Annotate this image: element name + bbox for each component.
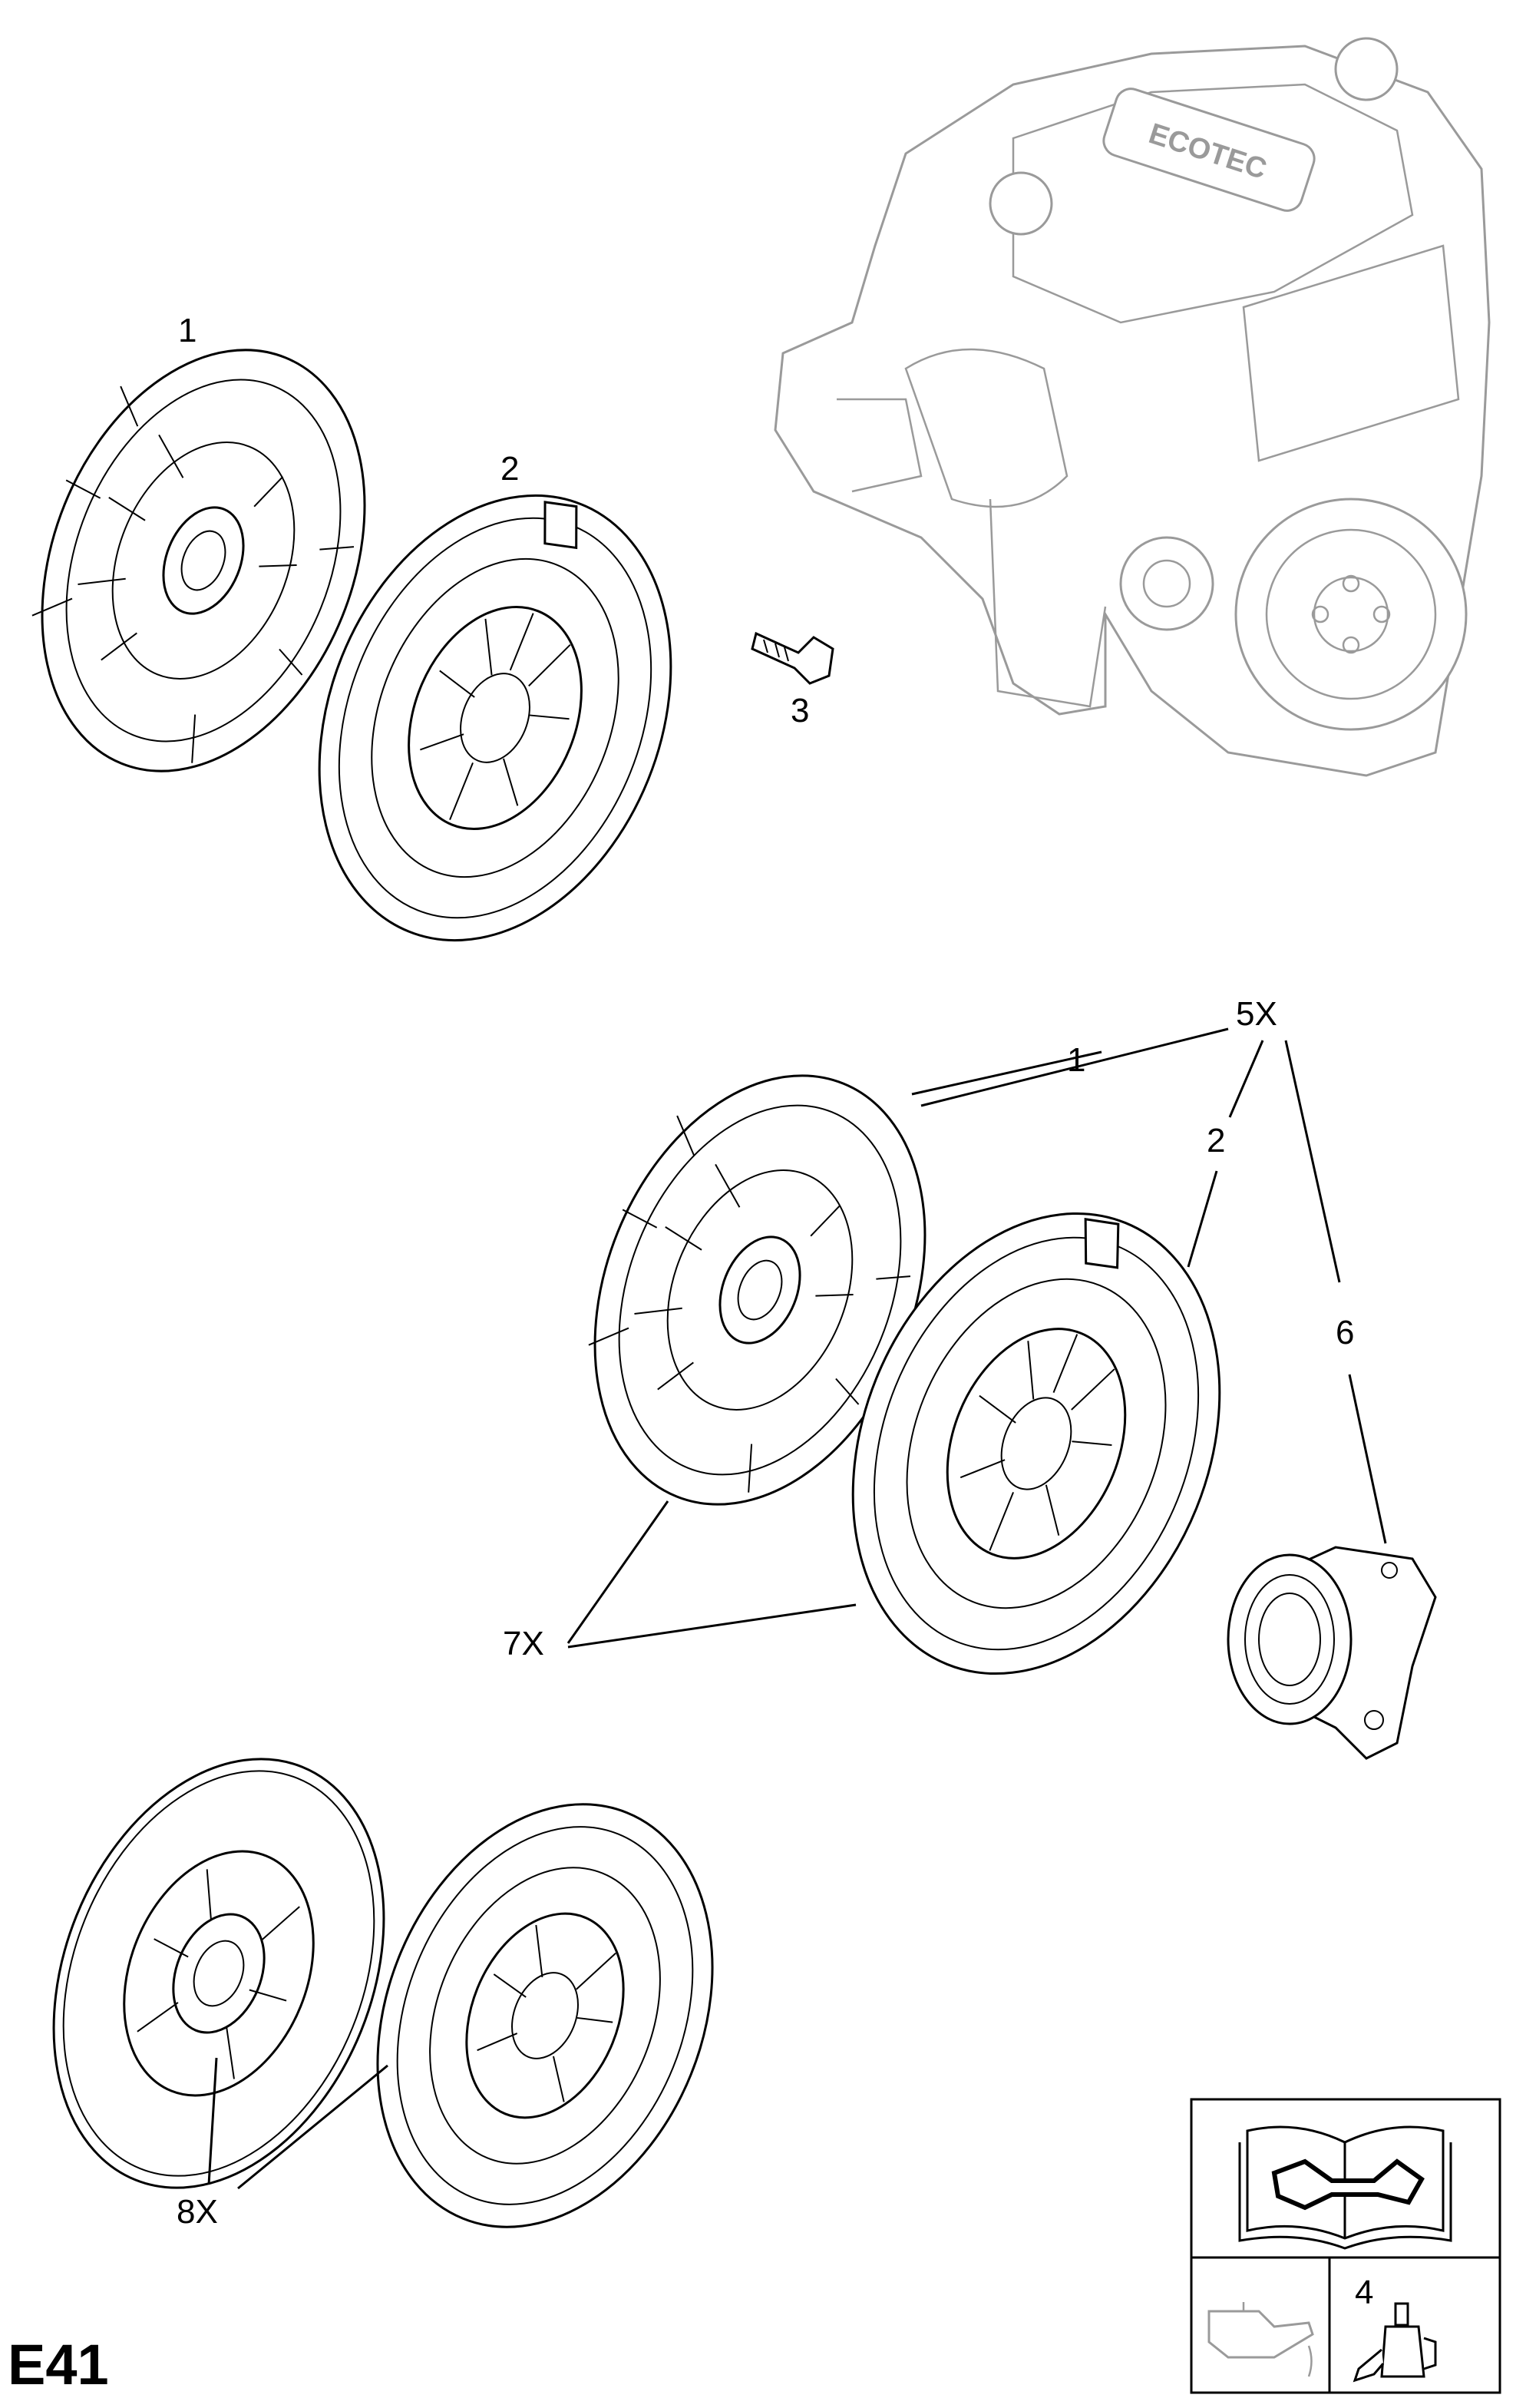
pressure-plate-bottom [376, 1803, 714, 2228]
oil-can-icon [1207, 2302, 1314, 2377]
bolt-3 [751, 631, 834, 685]
callout-3: 3 [791, 692, 809, 729]
engine-pulley [1119, 536, 1214, 631]
callout-7x: 7X [503, 1625, 544, 1662]
callout-1-top: 1 [178, 312, 197, 349]
callout-5x: 5X [1236, 995, 1277, 1033]
engine-badge-plate [1102, 88, 1316, 212]
engine-flywheel [1234, 498, 1468, 731]
oil-filler-cap [989, 171, 1053, 236]
pressure-plate-top [318, 494, 672, 942]
callout-6: 6 [1336, 1314, 1354, 1351]
callout-4: 4 [1355, 2274, 1373, 2311]
callout-1-middle: 1 [1067, 1041, 1085, 1079]
callout-8x: 8X [177, 2193, 218, 2231]
legend-box: 4 [1190, 2098, 1501, 2394]
release-bearing-6 [1227, 1546, 1437, 1760]
repair-manual-icon [1238, 2125, 1452, 2250]
leader-lines [207, 1027, 1387, 2190]
engine-illustration: ECOTEC [774, 37, 1491, 777]
page-code: E41 [8, 2333, 109, 2396]
pressure-plate-middle [851, 1212, 1221, 1675]
clutch-disc-middle [588, 1074, 926, 1506]
callout-2-middle: 2 [1207, 1122, 1225, 1159]
clutch-disc-top [31, 349, 366, 772]
clutch-disc-bottom [52, 1758, 385, 2189]
callout-2-top: 2 [500, 450, 519, 488]
lubricant-bottle-icon [1353, 2302, 1437, 2383]
